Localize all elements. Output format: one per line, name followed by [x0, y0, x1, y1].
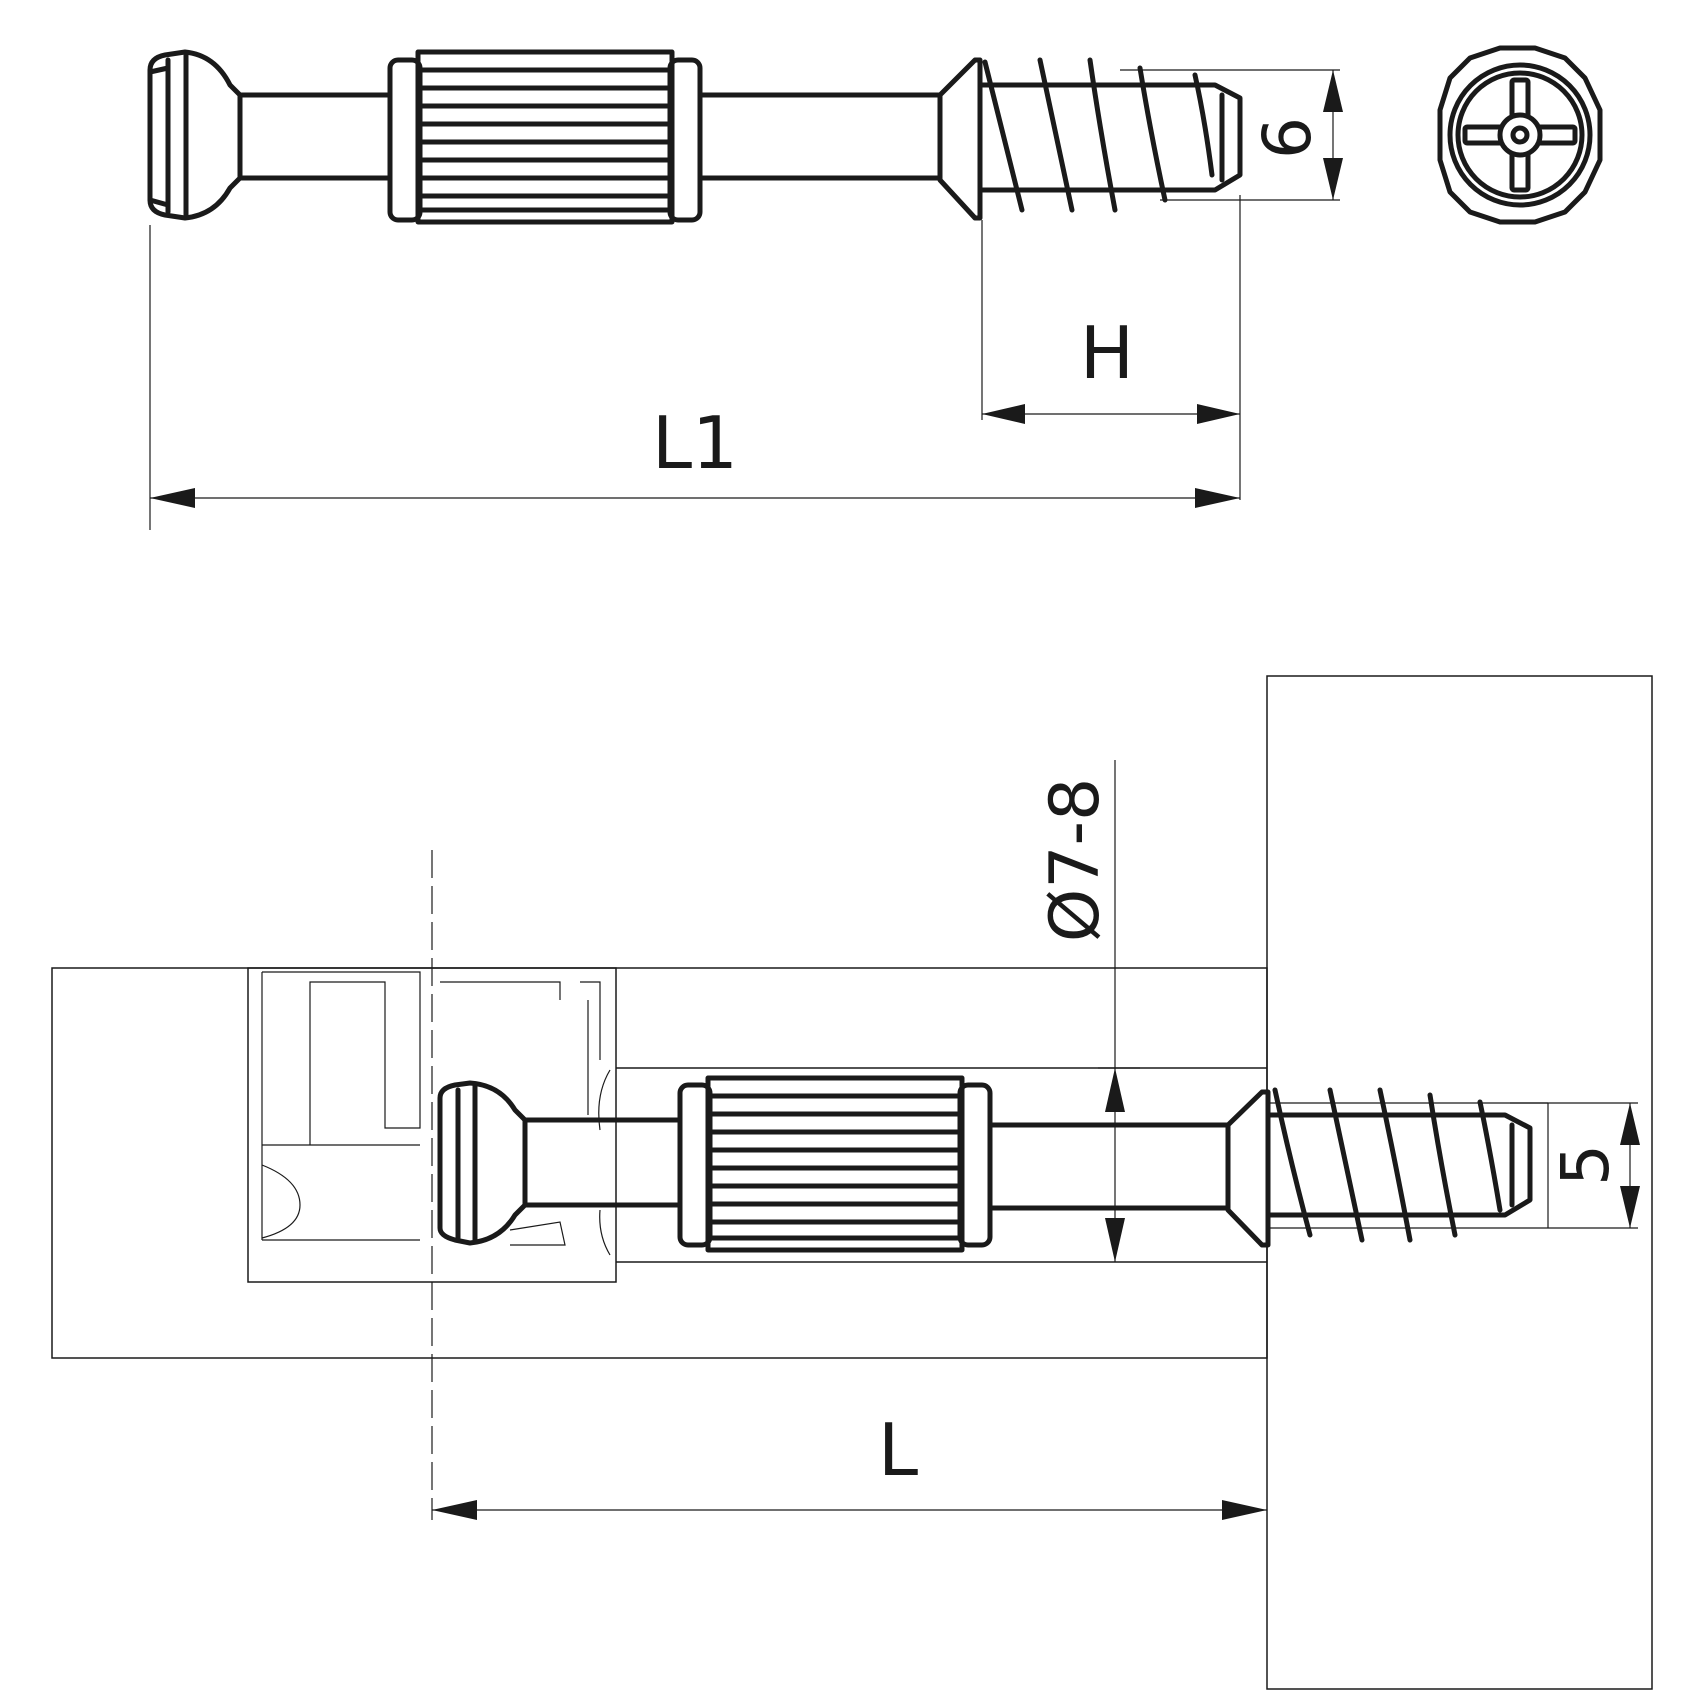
knurl-lines-top: [415, 67, 675, 213]
dimension-thread-diameter: [1120, 69, 1343, 201]
bolt-side-view: [147, 49, 1243, 225]
dimension-pilot-diameter-label: 5: [1547, 1144, 1624, 1186]
thread-top: [982, 57, 1215, 213]
knurl-lines-bottom: [705, 1093, 965, 1241]
dimension-bore-diameter: [1098, 760, 1140, 1262]
horizontal-board: [51, 967, 1268, 1359]
assembly-section: [51, 675, 1653, 1690]
dimension-h: [981, 220, 1240, 424]
dimension-thread-diameter-label: 6: [1249, 117, 1326, 159]
dimension-h-label: H: [1080, 311, 1134, 395]
dimension-l1-label: L1: [652, 401, 738, 485]
dimension-l: [431, 1500, 1267, 1520]
thread-bottom: [1272, 1087, 1503, 1243]
dimension-l-label: L: [878, 1408, 918, 1492]
dimension-pilot-diameter: [1268, 1102, 1640, 1229]
bolt-end-view: [1437, 45, 1603, 225]
dimension-l1: [149, 195, 1241, 530]
dimension-bore-diameter-label: Ø7-8: [1036, 778, 1115, 943]
